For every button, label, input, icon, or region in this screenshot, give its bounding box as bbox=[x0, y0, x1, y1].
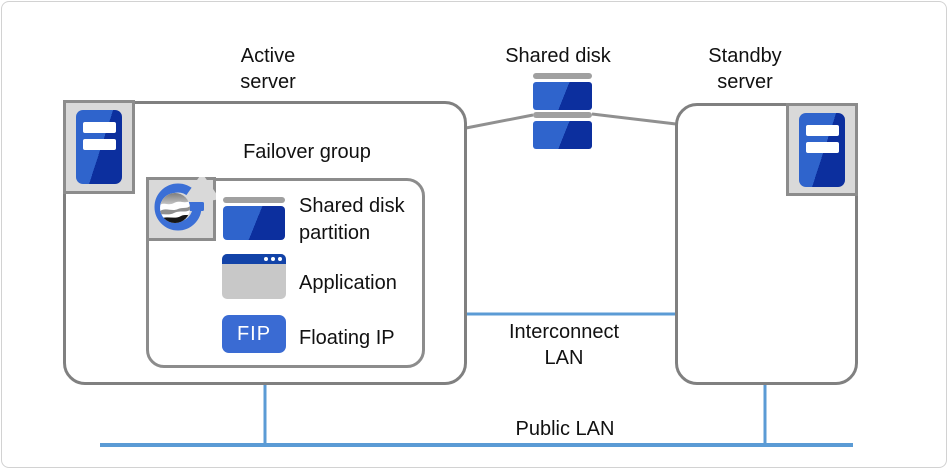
application-icon bbox=[222, 254, 286, 299]
shared-disk-label: Shared disk bbox=[505, 45, 611, 67]
interconnect-lan-label: Interconnect LAN bbox=[508, 321, 620, 369]
server-tower-glyph bbox=[799, 113, 845, 187]
standby-server-label: Standby server bbox=[708, 45, 782, 93]
active-server-box bbox=[63, 101, 467, 385]
public-lan-label: Public LAN bbox=[515, 418, 615, 440]
shared-disk-partition-icon bbox=[223, 197, 285, 240]
server-tower-glyph bbox=[76, 110, 122, 184]
active-server-label: Active server bbox=[240, 45, 296, 93]
disk-unit bbox=[533, 112, 592, 149]
disk-to-standby-link bbox=[591, 112, 677, 126]
shared-disk-icon bbox=[533, 73, 592, 151]
disk-unit bbox=[533, 73, 592, 110]
cluster-logo-icon bbox=[146, 173, 220, 241]
failover-group-box bbox=[146, 178, 425, 368]
active-server-icon bbox=[63, 100, 135, 194]
application-label: Application bbox=[299, 272, 397, 294]
disk-to-active-link bbox=[465, 113, 534, 130]
shared-disk-partition-label: Shared disk partition bbox=[299, 195, 405, 244]
app-titlebar bbox=[222, 254, 286, 264]
failover-group-label: Failover group bbox=[243, 141, 371, 163]
floating-ip-badge: FIP bbox=[222, 315, 286, 353]
floating-ip-label: Floating IP bbox=[299, 327, 395, 349]
standby-server-box bbox=[675, 103, 858, 385]
standby-server-icon bbox=[786, 103, 858, 196]
